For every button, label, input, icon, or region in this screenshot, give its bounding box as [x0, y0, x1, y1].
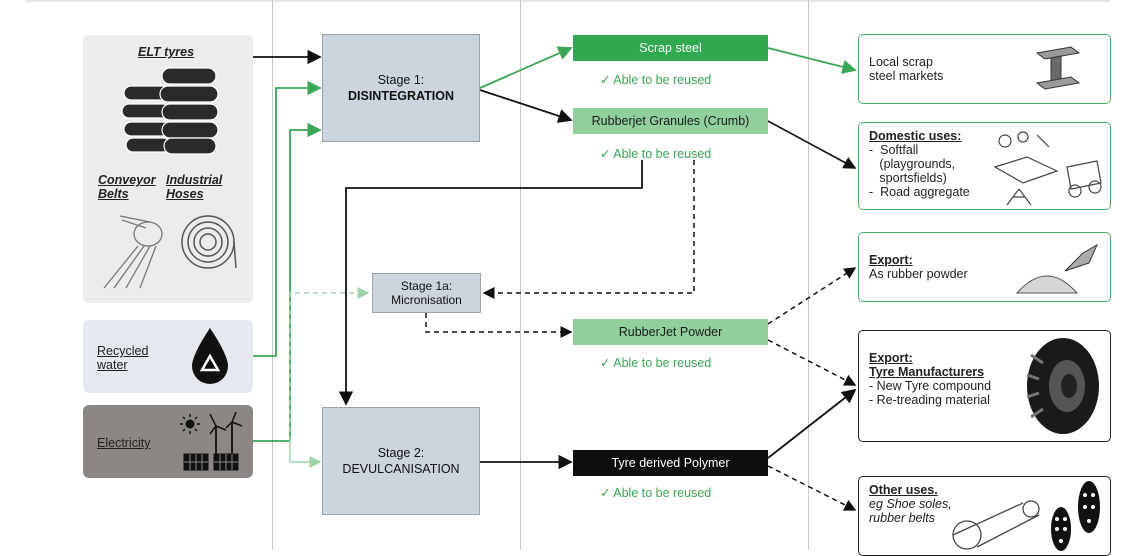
- stage1-box: Stage 1: DISINTEGRATION: [322, 34, 480, 142]
- stage2-name: DEVULCANISATION: [342, 462, 460, 476]
- domestic-line4: - Road aggregate: [869, 185, 970, 199]
- connector-electricity-stage2: [289, 441, 322, 468]
- domestic-line3: sportsfields): [869, 171, 947, 185]
- stage1a-box: Stage 1a: Micronisation: [372, 273, 481, 313]
- connector-stage1a-powder: [425, 313, 573, 338]
- water-drop-recycle-icon: [192, 328, 228, 384]
- product-powder: RubberJet Powder: [573, 319, 768, 345]
- export-tyre-line1: - New Tyre compound: [869, 379, 992, 393]
- connector-electricity-stage1a: [289, 287, 370, 441]
- output-local-scrap: Local scrap steel markets: [858, 34, 1111, 104]
- output-export-powder: Export: As rubber powder: [858, 232, 1111, 302]
- connector-granules-stage1a: [482, 160, 695, 299]
- top-rule: [25, 0, 1110, 2]
- solar-wind-icon: [180, 412, 243, 471]
- connector-stage1-steel: [479, 46, 573, 89]
- industrial-hoses-label-line1: Industrial: [166, 173, 223, 187]
- recycled-water-label-line1: Recycled: [97, 344, 149, 358]
- column-divider: [808, 0, 809, 550]
- output-other: Other uses. eg Shoe soles, rubber belts: [858, 476, 1111, 556]
- domestic-line1: - Softfall: [869, 143, 919, 157]
- output-export-tyre: Export: Tyre Manufacturers - New Tyre co…: [858, 330, 1111, 442]
- other-line2: rubber belts: [869, 511, 936, 525]
- connector-electricity-stage1: [253, 122, 322, 442]
- column-divider: [272, 0, 273, 550]
- stage2-box: Stage 2: DEVULCANISATION: [322, 407, 480, 515]
- recycled-water-label-line2: water: [97, 358, 128, 372]
- column-divider: [520, 0, 521, 550]
- reuse-label-steel: ✓ Able to be reused: [600, 73, 712, 87]
- tyre-stack-icon: [121, 67, 219, 155]
- reuse-label-powder: ✓ Able to be reused: [600, 356, 712, 370]
- stage1a-title: Stage 1a:: [400, 279, 453, 293]
- stage1-name: DISINTEGRATION: [347, 89, 455, 103]
- product-scrap-steel: Scrap steel: [573, 35, 768, 61]
- powder-scoop-icon: [1015, 243, 1099, 294]
- connector-polymer-other: [767, 465, 857, 511]
- elt-tyres-label: ELT tyres: [138, 45, 195, 59]
- conveyor-belt-icon: [103, 215, 163, 289]
- product-granules: Rubberjet Granules (Crumb): [573, 108, 768, 134]
- connector-powder-tyre: [767, 339, 857, 386]
- connector-polymer-tyre: [767, 388, 857, 459]
- reuse-label-granules: ✓ Able to be reused: [600, 147, 712, 161]
- industrial-hoses-label-line2: Hoses: [166, 187, 204, 201]
- local-scrap-line1: Local scrap: [869, 55, 933, 69]
- other-heading: Other uses.: [869, 483, 938, 497]
- playground-road-icon: [993, 131, 1102, 206]
- domestic-line2: (playgrounds,: [869, 157, 956, 171]
- tractor-tyre-icon: [1026, 338, 1099, 434]
- connector-water-stage1: [253, 80, 322, 357]
- connector-powder-export: [767, 267, 857, 325]
- stage1-title: Stage 1:: [377, 73, 425, 87]
- export-tyre-heading: Export:: [869, 351, 913, 365]
- connector-steel-local: [767, 47, 857, 74]
- export-powder-line: As rubber powder: [869, 267, 968, 281]
- electricity-label: Electricity: [97, 436, 151, 450]
- local-scrap-line2: steel markets: [869, 69, 944, 83]
- reuse-label-polymer: ✓ Able to be reused: [600, 486, 712, 500]
- stage2-title: Stage 2:: [377, 446, 425, 460]
- connector-granules-domestic: [767, 120, 857, 169]
- stage1a-name: Micronisation: [391, 293, 462, 307]
- industrial-hose-icon: [181, 215, 237, 269]
- product-polymer: Tyre derived Polymer: [573, 450, 768, 476]
- domestic-heading: Domestic uses:: [869, 129, 962, 143]
- export-tyre-subheading: Tyre Manufacturers: [869, 365, 985, 379]
- conveyor-belts-label-line1: Conveyor: [98, 173, 156, 187]
- export-powder-heading: Export:: [869, 253, 913, 267]
- output-domestic: Domestic uses: - Softfall (playgrounds, …: [858, 122, 1111, 210]
- conveyor-belts-label-line2: Belts: [98, 187, 129, 201]
- belt-shoe-sole-icon: [952, 481, 1100, 551]
- other-line1: eg Shoe soles,: [869, 497, 952, 511]
- export-tyre-line2: - Re-treading material: [869, 393, 990, 407]
- connector-stage1-granules: [479, 89, 573, 123]
- connector-granules-stage2: [338, 160, 643, 406]
- steel-beam-icon: [1035, 46, 1081, 90]
